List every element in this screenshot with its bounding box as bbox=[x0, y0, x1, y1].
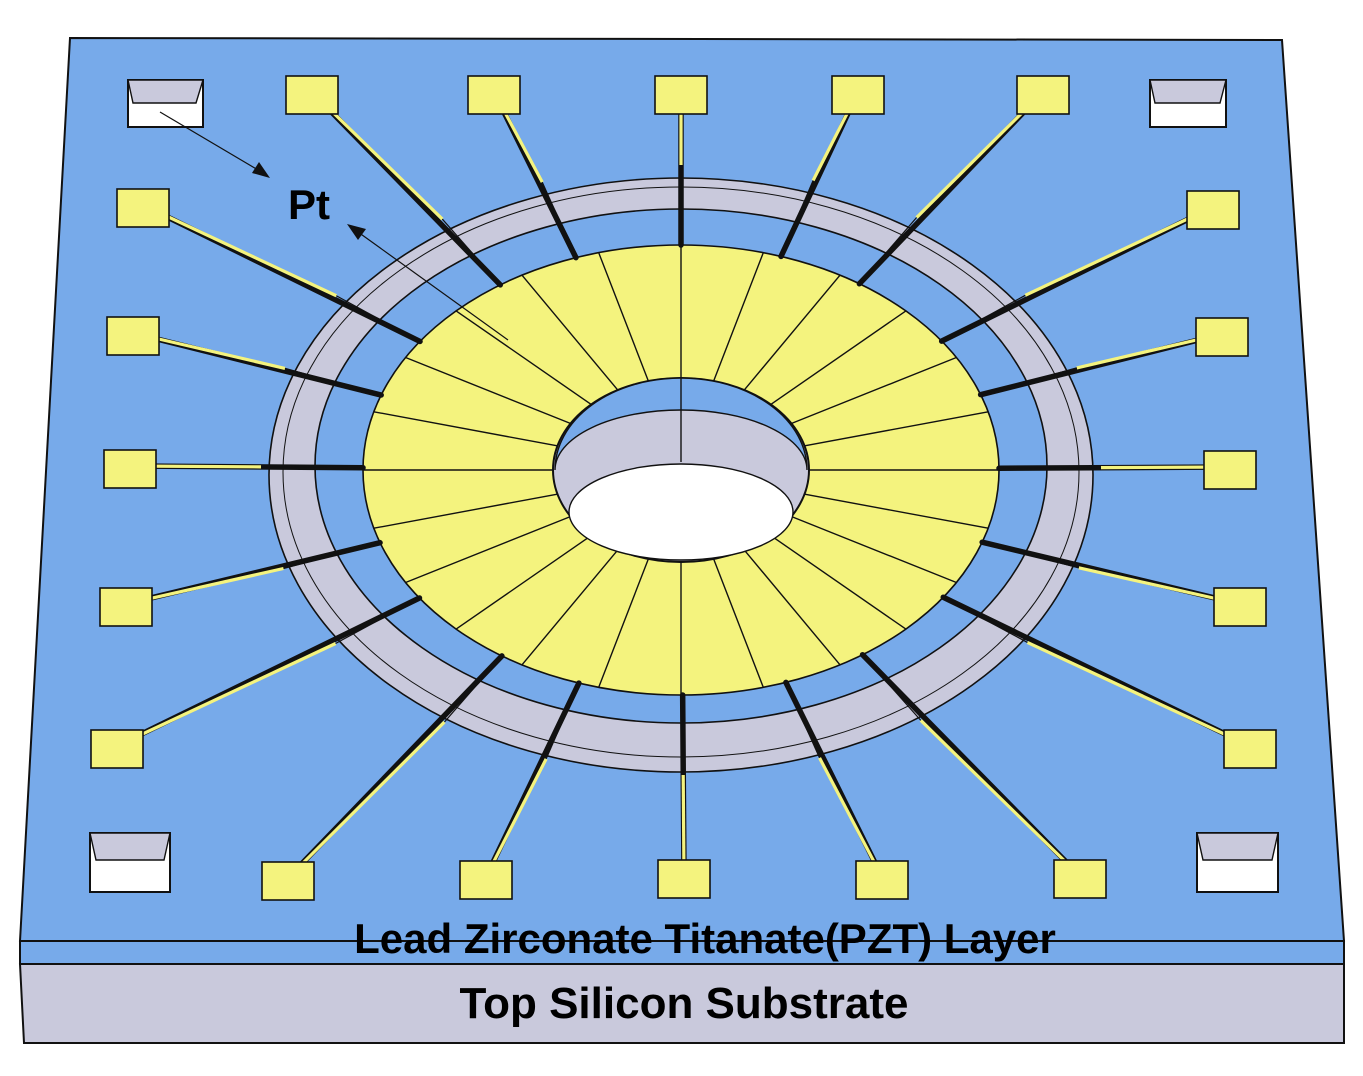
pt-label: Pt bbox=[288, 181, 330, 228]
bond-pad bbox=[116, 188, 170, 228]
segment-divider bbox=[455, 310, 593, 406]
trace-bridge bbox=[336, 295, 421, 342]
segment-divider bbox=[521, 274, 619, 391]
bond-pad bbox=[459, 860, 513, 900]
pzt-layer-label: Lead Zirconate Titanate(PZT) Layer bbox=[354, 915, 1056, 962]
bond-pad bbox=[467, 75, 521, 115]
segment-divider bbox=[405, 515, 573, 584]
bond-pad bbox=[99, 587, 153, 627]
segment-divider bbox=[455, 534, 593, 630]
segment-divider bbox=[769, 310, 907, 406]
trace bbox=[286, 720, 446, 880]
trace-bridge bbox=[780, 180, 814, 257]
trace bbox=[681, 774, 686, 877]
substrate-label: Top Silicon Substrate bbox=[459, 979, 908, 1028]
trace bbox=[116, 642, 337, 748]
trace-bridge bbox=[283, 542, 381, 570]
segment-divider bbox=[712, 252, 764, 382]
segment-divider bbox=[405, 356, 573, 425]
bond-pad bbox=[106, 316, 160, 356]
trace-bridge bbox=[941, 294, 1026, 342]
trace-bridge bbox=[261, 466, 364, 469]
segment-divider bbox=[789, 515, 957, 584]
trace bbox=[818, 757, 884, 878]
segment-divider bbox=[789, 356, 957, 425]
trace-bridge bbox=[682, 694, 684, 775]
trace-bridge bbox=[982, 541, 1079, 569]
bond-pad bbox=[654, 75, 708, 115]
segment-divider bbox=[743, 549, 841, 666]
corner-opening-tl bbox=[127, 79, 204, 128]
trace-bridge bbox=[441, 218, 501, 286]
segment-divider bbox=[802, 411, 989, 447]
bond-pad bbox=[261, 861, 315, 901]
trace-bridge bbox=[444, 655, 503, 723]
segment-divider bbox=[769, 534, 907, 630]
corner-opening-br bbox=[1196, 832, 1279, 893]
trace-bridge bbox=[545, 682, 580, 760]
segment-divider bbox=[802, 493, 989, 529]
bond-pad bbox=[1195, 317, 1249, 357]
corner-opening-bl bbox=[89, 832, 171, 893]
bond-pad bbox=[285, 75, 339, 115]
trace-bridge bbox=[335, 597, 420, 645]
trace-bridge bbox=[942, 596, 1028, 643]
trace bbox=[1026, 641, 1251, 748]
bond-pads bbox=[90, 75, 1277, 901]
trace-bridge bbox=[785, 682, 821, 759]
bond-pad bbox=[657, 859, 711, 899]
corner-opening-tr bbox=[1149, 79, 1227, 128]
bond-pad bbox=[1016, 75, 1070, 115]
trace-bridge bbox=[998, 467, 1101, 469]
trace bbox=[484, 758, 548, 878]
bond-pad bbox=[1053, 859, 1107, 899]
segment-divider bbox=[712, 558, 764, 688]
segment-divider bbox=[521, 549, 619, 666]
trace-bridge bbox=[541, 181, 577, 258]
segment-divider bbox=[373, 411, 560, 447]
pt-annotation-arrows bbox=[159, 111, 509, 341]
segment-divider bbox=[743, 274, 841, 391]
segment-divider bbox=[373, 493, 560, 529]
bond-pad bbox=[90, 729, 144, 769]
segment-divider bbox=[598, 558, 650, 688]
bond-pad bbox=[103, 449, 157, 489]
bond-pad bbox=[1223, 729, 1277, 769]
trace-bridge bbox=[284, 367, 382, 396]
central-hole bbox=[552, 377, 810, 563]
trace bbox=[142, 203, 337, 298]
trace bbox=[1024, 205, 1214, 297]
trace-bridge bbox=[858, 217, 918, 285]
trace-bridge bbox=[862, 654, 922, 721]
segment-divider bbox=[598, 252, 650, 382]
bond-pad bbox=[1203, 450, 1257, 490]
trace bbox=[919, 719, 1082, 878]
bond-pad bbox=[1213, 587, 1267, 627]
electrode-segment-lines bbox=[363, 245, 999, 695]
bond-pad bbox=[855, 860, 909, 900]
trace-bridge bbox=[980, 367, 1077, 396]
trace bbox=[1078, 566, 1241, 606]
bond-pad bbox=[831, 75, 885, 115]
bond-pad bbox=[1186, 190, 1240, 230]
